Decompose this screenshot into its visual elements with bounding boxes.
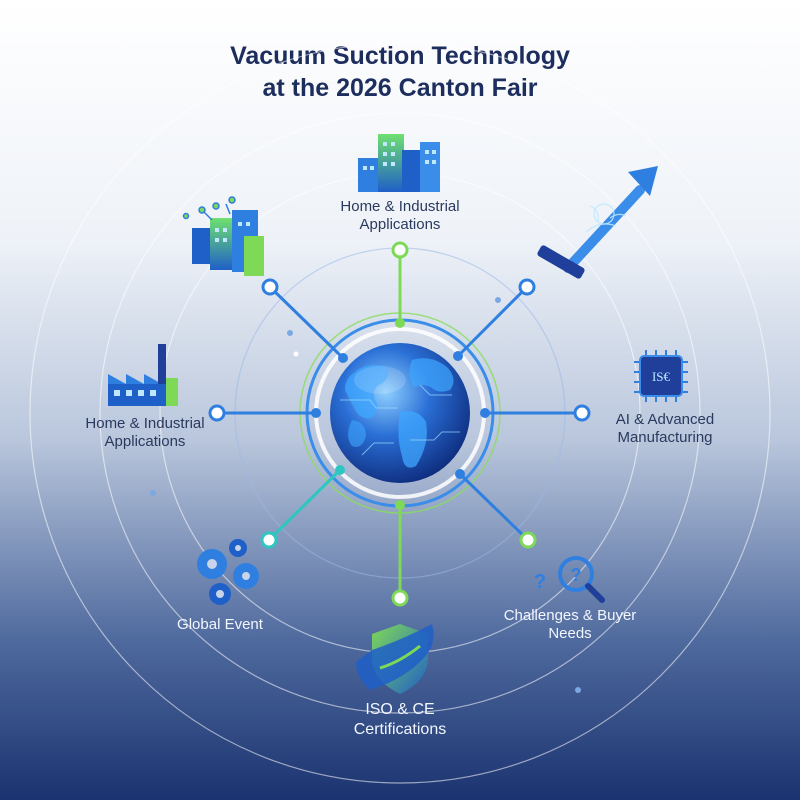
node-top <box>391 241 409 259</box>
chip-icon: IS€ <box>634 350 688 402</box>
label-bottom-right-line-1: Challenges & Buyer <box>503 607 637 624</box>
label-bottom-line-2: Certifications <box>353 721 447 738</box>
label-top: Home & Industrial Applications <box>300 198 500 234</box>
node-bottom <box>391 589 409 607</box>
globe-icon <box>330 343 470 483</box>
node-bottom-left <box>260 531 278 549</box>
orbit-dots <box>150 297 581 693</box>
svg-text:?: ? <box>534 571 546 593</box>
vacuum-wand-icon <box>537 166 658 279</box>
label-left: Home & Industrial Applications <box>60 415 230 451</box>
label-bottom: ISO & CE Certifications <box>320 700 480 740</box>
orbit-ring-outer <box>29 42 771 784</box>
spoke-top-right <box>456 285 529 358</box>
node-left <box>208 404 226 422</box>
label-top-line-1: Home & Industrial <box>340 198 460 215</box>
label-left-line-1: Home & Industrial <box>85 415 205 432</box>
label-right-line-2: Manufacturing <box>617 429 713 446</box>
label-bottom-left: Global Event <box>150 616 290 634</box>
inner-joints <box>311 318 490 510</box>
node-bottom-right <box>519 531 537 549</box>
spoke-bottom-left <box>267 468 342 542</box>
spoke-top-left <box>268 285 345 360</box>
buildings-icon <box>358 134 440 192</box>
factory-icon <box>108 344 178 406</box>
label-bottom-left-line-1: Global Event <box>177 616 263 633</box>
svg-text:?: ? <box>571 565 582 585</box>
node-right <box>573 404 591 422</box>
title-line-2: at the 2026 Canton Fair <box>262 74 538 102</box>
node-top-right <box>518 278 536 296</box>
orbit-ring-3 <box>99 112 701 714</box>
label-bottom-line-1: ISO & CE <box>365 701 435 718</box>
label-bottom-right: Challenges & Buyer Needs <box>480 607 660 643</box>
title-line-1: Vacuum Suction Technology <box>230 42 570 70</box>
gears-icon <box>197 539 259 605</box>
spokes <box>215 248 584 600</box>
node-top-left <box>261 278 279 296</box>
spoke-bottom-right <box>458 472 530 542</box>
chip-text: IS€ <box>652 369 671 384</box>
smart-city-icon <box>182 196 264 276</box>
title: Vacuum Suction Technology at the 2026 Ca… <box>0 40 800 104</box>
label-bottom-right-line-2: Needs <box>548 625 592 642</box>
shield-icon <box>356 624 434 694</box>
label-top-line-2: Applications <box>359 216 441 233</box>
spoke-nodes <box>208 241 591 607</box>
label-right-line-1: AI & Advanced <box>615 411 715 428</box>
magnifier-question-icon: ? ? <box>534 556 605 603</box>
label-left-line-2: Applications <box>104 433 186 450</box>
label-right: AI & Advanced Manufacturing <box>590 411 740 447</box>
